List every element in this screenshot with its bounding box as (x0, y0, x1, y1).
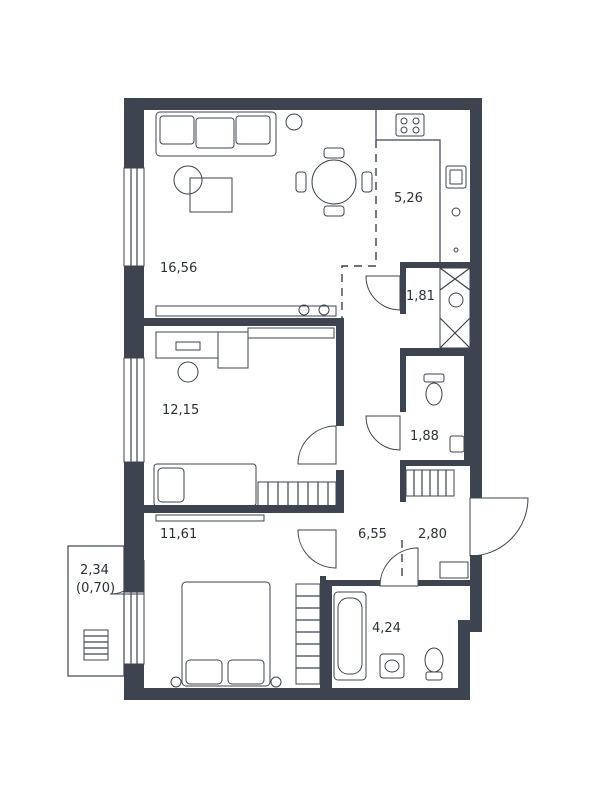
doors (109, 275, 529, 595)
balcony-coef-label: (0,70) (76, 581, 115, 596)
bedroom1-furniture (153, 327, 337, 507)
wc-fixtures (423, 373, 465, 453)
kitchen-area-label: 5,26 (394, 191, 423, 206)
bedroom1-area-label: 12,15 (162, 403, 199, 418)
balcony (67, 545, 125, 677)
balcony-area-label: 2,34 (80, 563, 109, 578)
wc-area-label: 1,88 (410, 429, 439, 444)
wardrobe-fixtures (401, 469, 469, 580)
kitchen-counter (375, 110, 467, 262)
corridor-area-label: 6,55 (358, 527, 387, 542)
wardrobe-area-label: 2,80 (418, 527, 447, 542)
living-area-label: 16,56 (160, 261, 197, 276)
windows (123, 167, 145, 665)
bathroom-fixtures (333, 591, 444, 681)
bedroom2-furniture (155, 514, 321, 688)
kitchen-boundary (341, 140, 377, 318)
bedroom2-area-label: 11,61 (160, 527, 197, 542)
interior-walls (144, 262, 476, 688)
hall-small-area-label: 1,81 (406, 289, 435, 304)
hall-fixtures (439, 267, 471, 349)
bathroom-area-label: 4,24 (372, 621, 401, 636)
outer-walls (124, 98, 482, 700)
living-furniture (155, 111, 373, 317)
